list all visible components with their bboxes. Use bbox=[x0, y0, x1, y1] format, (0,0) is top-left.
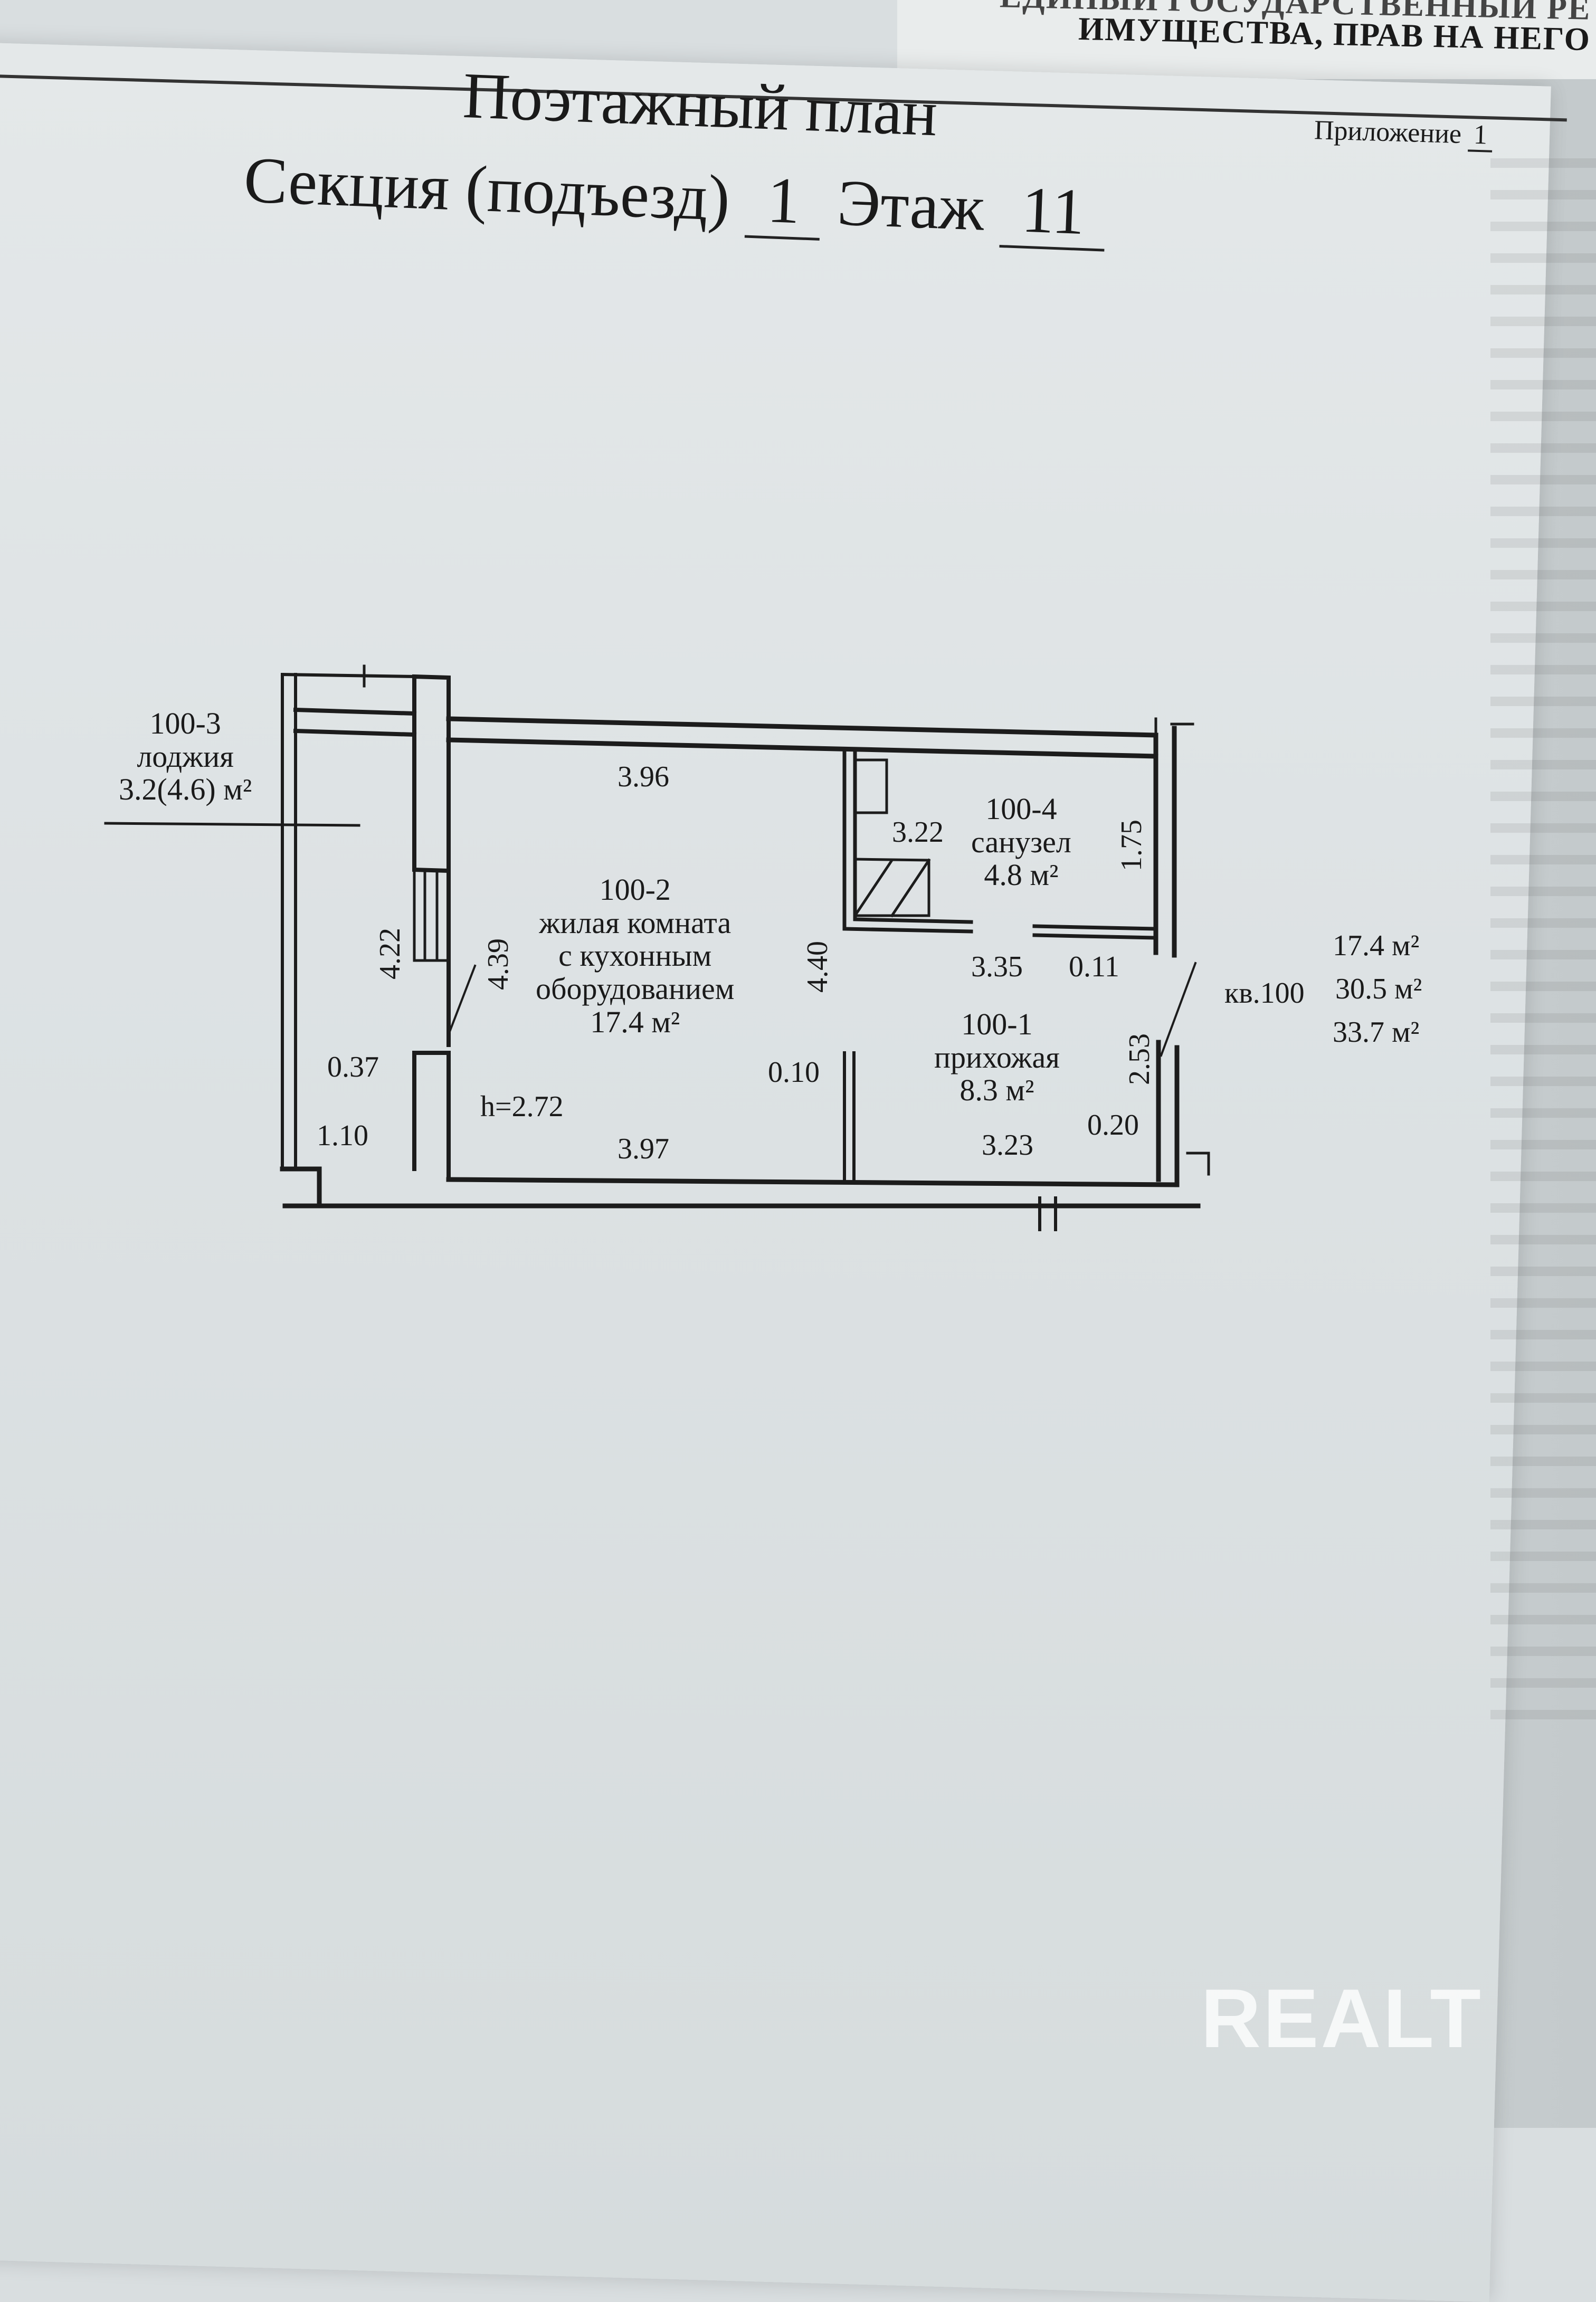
corner-tick bbox=[1154, 717, 1194, 737]
shower-tray bbox=[853, 858, 931, 918]
living-left-wall bbox=[412, 738, 451, 1182]
living-room-label: 100-2 жилая комната с кухонным оборудова… bbox=[536, 873, 735, 1039]
dim-living-left: 4.39 bbox=[482, 938, 515, 990]
dim-hall-top: 3.35 bbox=[971, 950, 1023, 983]
shaft bbox=[853, 758, 888, 814]
loggia-outer-wall bbox=[281, 673, 297, 1171]
loggia-id: 100-3 bbox=[149, 706, 221, 740]
loggia-leader bbox=[104, 822, 360, 827]
dim-entry-wall: 0.20 bbox=[1087, 1109, 1139, 1142]
hall-label: 100-1 прихожая 8.3 м² bbox=[934, 1007, 1060, 1108]
loggia-rail bbox=[293, 707, 417, 737]
loggia-label: 100-3 лоджия 3.2(4.6) м² bbox=[119, 707, 252, 806]
living-name-2: с кухонным bbox=[558, 938, 712, 973]
outer-wall-right-lower bbox=[1156, 1040, 1180, 1187]
bathroom-walls bbox=[842, 750, 973, 934]
bathroom-lower-wall bbox=[1032, 924, 1158, 940]
living-area: 17.4 м² bbox=[590, 1004, 680, 1039]
floor-plan bbox=[104, 664, 1210, 1231]
living-name-1: жилая комната bbox=[539, 905, 732, 940]
dim-loggia-width: 1.10 bbox=[317, 1119, 368, 1152]
dim-bath-width: 3.22 bbox=[892, 816, 944, 849]
hall-area: 8.3 м² bbox=[960, 1073, 1034, 1108]
entry-tick bbox=[1186, 1152, 1210, 1176]
dim-leader bbox=[447, 964, 477, 1036]
apartment-area-with-loggia: 33.7 м² bbox=[1333, 1016, 1420, 1049]
bathroom-area: 4.8 м² bbox=[984, 858, 1059, 892]
apartment-leader bbox=[1160, 962, 1197, 1057]
partition-wall bbox=[843, 1051, 856, 1184]
apartment-total-area: 30.5 м² bbox=[1335, 973, 1422, 1005]
bathroom-name: санузел bbox=[971, 824, 1071, 859]
dim-hall-bottom: 3.23 bbox=[982, 1129, 1033, 1162]
apartment-number: кв.100 bbox=[1224, 977, 1305, 1010]
header-strip: ЕДИНЫЙ ГОСУДАРСТВЕННЫЙ РЕ ИМУЩЕСТВА, ПРА… bbox=[897, 0, 1596, 79]
hall-id: 100-1 bbox=[961, 1007, 1033, 1041]
ceiling-height: h=2.72 bbox=[480, 1090, 564, 1123]
loggia-name: лоджия bbox=[137, 739, 234, 774]
dim-bath-height: 1.75 bbox=[1115, 820, 1148, 871]
dim-loggia-length: 4.22 bbox=[374, 928, 406, 979]
apartment-living-area: 17.4 м² bbox=[1333, 929, 1420, 962]
outer-wall-right-upper bbox=[1153, 726, 1177, 958]
watermark-logo: REALT bbox=[1201, 1972, 1483, 2065]
dim-hall-gap: 0.11 bbox=[1069, 950, 1119, 983]
loggia-top-line bbox=[280, 672, 416, 679]
column-hatch bbox=[413, 869, 450, 962]
loggia-area: 3.2(4.6) м² bbox=[119, 772, 252, 807]
outer-wall-bottom bbox=[280, 1166, 1201, 1209]
bathroom-id: 100-4 bbox=[985, 792, 1057, 826]
dim-living-top: 3.96 bbox=[618, 760, 669, 793]
living-name-3: оборудованием bbox=[536, 971, 735, 1006]
hall-name: прихожая bbox=[934, 1040, 1060, 1074]
dim-living-height: 4.40 bbox=[801, 941, 834, 993]
living-id: 100-2 bbox=[599, 872, 671, 907]
bleed-through-text bbox=[1490, 158, 1596, 1742]
outer-wall-top bbox=[446, 716, 1158, 759]
bottom-ticks bbox=[1038, 1196, 1057, 1231]
bathroom-label: 100-4 санузел 4.8 м² bbox=[971, 792, 1071, 892]
dim-hall-height: 2.53 bbox=[1123, 1033, 1156, 1085]
dim-wall-a: 0.37 bbox=[327, 1051, 379, 1083]
dim-living-bottom: 3.97 bbox=[618, 1133, 669, 1165]
dim-partition: 0.10 bbox=[768, 1056, 820, 1089]
column bbox=[412, 674, 451, 873]
